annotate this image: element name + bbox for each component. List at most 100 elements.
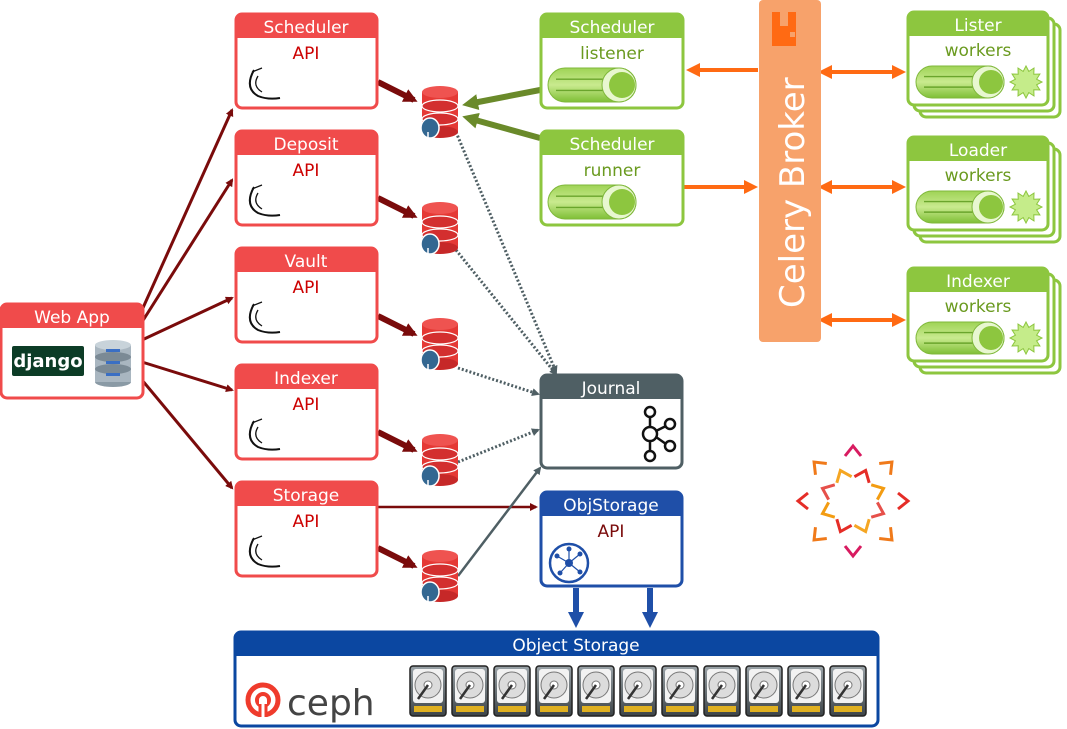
hard-disk-icon	[829, 665, 867, 717]
workers-subtitle: workers	[945, 166, 1012, 186]
ceph-logo: ceph	[245, 682, 375, 724]
api-title: Vault	[285, 252, 328, 272]
swh-chevron-icon	[820, 483, 836, 501]
webapp-box: Web App django	[0, 302, 145, 400]
celery-stick-icon	[547, 67, 637, 103]
scheduler-to-db-arrows	[462, 87, 541, 141]
hard-disk-icon	[745, 665, 783, 717]
postgres-db-icon	[420, 202, 459, 258]
swh-chevron-icon	[812, 460, 827, 475]
elephant-icon	[420, 465, 440, 490]
swh-chevron-icon	[843, 443, 863, 457]
api-title: Storage	[273, 486, 340, 506]
workers-title: Lister	[954, 16, 1001, 36]
hard-disk-icon	[493, 665, 531, 717]
swh-chevron-icon	[812, 527, 827, 542]
swh-chevron-icon	[879, 460, 894, 475]
api-to-db-arrows	[376, 79, 418, 569]
api-subtitle: API	[293, 44, 320, 64]
workers-subtitle: workers	[945, 41, 1012, 61]
kafka-icon	[641, 405, 677, 463]
journal-title: Journal	[581, 379, 641, 399]
swh-chevron-icon	[853, 518, 871, 534]
object-storage-box: Object Storage ceph	[233, 630, 880, 728]
elephant-icon	[420, 117, 440, 142]
objstorage-box: ObjStorage API	[539, 490, 684, 588]
swh-chevron-icon	[843, 545, 863, 559]
swh-chevron-icon	[870, 483, 886, 501]
flask-icon	[248, 301, 281, 334]
swh-chevron-icon	[795, 491, 809, 511]
rabbitmq-icon	[772, 12, 796, 46]
flask-icon	[248, 184, 281, 217]
ceph-logo-text: ceph	[287, 683, 375, 724]
scheduler-listener-title: Scheduler	[569, 18, 654, 38]
hard-disk-icon	[451, 665, 489, 717]
flask-icon	[248, 418, 281, 451]
journal-box: Journal	[539, 373, 684, 470]
broker-arrows	[684, 63, 906, 327]
hard-disk-icon	[703, 665, 741, 717]
celery-stick-icon	[915, 190, 1005, 224]
database-icon	[95, 340, 131, 387]
scheduler-runner-title: Scheduler	[569, 135, 654, 155]
elephant-icon	[420, 581, 440, 606]
hard-disk-icon	[661, 665, 699, 717]
swh-chevron-icon	[879, 527, 894, 542]
swh-chevron-icon	[835, 518, 853, 534]
scheduler-listener-box: Scheduler listener	[539, 12, 685, 110]
django-logo-text: django	[13, 351, 82, 372]
objstorage-title: ObjStorage	[563, 496, 658, 516]
api-subtitle: API	[293, 278, 320, 298]
hard-disk-icon	[619, 665, 657, 717]
swh-chevron-icon	[897, 491, 911, 511]
celery-broker: Celery Broker	[759, 0, 821, 342]
swh-chevron-icon	[820, 501, 836, 519]
objstorage-to-ceph-arrows	[568, 588, 658, 628]
swh-chevron-icon	[870, 501, 886, 519]
object-storage-title: Object Storage	[512, 636, 639, 656]
objstorage-sub: API	[598, 522, 625, 542]
hard-disk-icon	[409, 665, 447, 717]
elephant-icon	[420, 233, 440, 258]
swh-logo	[795, 443, 911, 559]
workers-box-lister: Lister workers	[906, 10, 1062, 119]
swh-chevron-icon	[835, 468, 853, 484]
disk-array	[409, 665, 867, 717]
api-subtitle: API	[293, 512, 320, 532]
hard-disk-icon	[577, 665, 615, 717]
workers-title: Loader	[949, 141, 1007, 161]
api-title: Indexer	[274, 369, 338, 389]
flask-icon	[248, 535, 281, 568]
gear-icon	[1008, 64, 1044, 100]
celery-broker-label: Celery Broker	[773, 77, 813, 308]
network-node-icon	[548, 542, 590, 584]
api-subtitle: API	[293, 395, 320, 415]
db-icons	[420, 86, 459, 606]
postgres-db-icon	[420, 318, 459, 374]
api-subtitle: API	[293, 161, 320, 181]
gear-icon	[1008, 320, 1044, 356]
workers-box-loader: Loader workers	[906, 135, 1062, 244]
gear-icon	[1008, 189, 1044, 225]
postgres-db-icon	[420, 434, 459, 490]
hard-disk-icon	[535, 665, 573, 717]
celery-stick-icon	[547, 184, 637, 220]
swh-chevron-icon	[853, 468, 871, 484]
db-to-journal-dotted	[454, 131, 558, 464]
webapp-to-api-arrows	[140, 108, 234, 490]
django-logo: django	[12, 346, 84, 376]
api-title: Deposit	[274, 135, 339, 155]
celery-stick-icon	[915, 65, 1005, 99]
postgres-db-icon	[420, 550, 459, 606]
elephant-icon	[420, 349, 440, 374]
scheduler-listener-sub: listener	[580, 44, 644, 64]
